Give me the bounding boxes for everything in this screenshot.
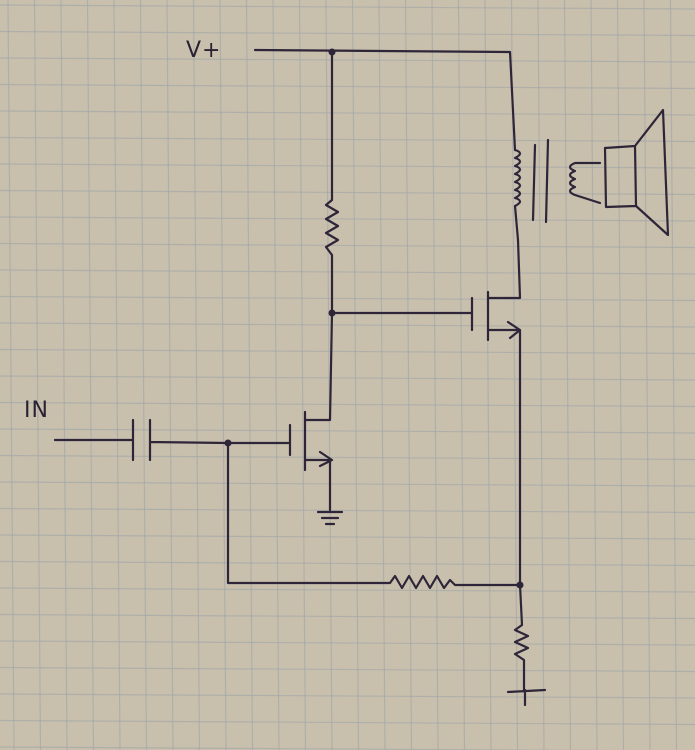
grid-line <box>86 0 95 750</box>
grid-line <box>590 0 598 750</box>
grid-line <box>0 57 695 63</box>
grid-line <box>0 189 695 196</box>
grid-line <box>33 0 42 750</box>
grid-line <box>563 0 572 750</box>
grid-line <box>0 269 695 275</box>
grid-line <box>0 375 695 381</box>
grid-line <box>139 0 148 750</box>
grid-line <box>0 136 695 143</box>
speaker-icon <box>603 108 670 237</box>
grid-line <box>0 481 695 487</box>
grid-line <box>0 534 695 540</box>
grid-line <box>0 693 695 699</box>
output-transformer <box>513 138 602 242</box>
grid-line <box>0 110 695 116</box>
grid-line <box>0 507 695 514</box>
feedback-resistor <box>226 441 524 590</box>
grid-line <box>0 4 695 10</box>
grid-line <box>60 0 68 750</box>
grid-line <box>0 640 695 646</box>
grid-line <box>0 163 695 169</box>
grid-line <box>616 0 625 750</box>
grid-line <box>0 454 695 461</box>
grid-line <box>0 719 695 726</box>
grid-line <box>219 0 227 750</box>
input-capacitor <box>53 418 232 462</box>
grid-line <box>272 0 280 750</box>
grid-line <box>245 0 254 750</box>
supply-rail <box>253 48 517 152</box>
grid-line <box>0 666 695 673</box>
supply-label: V+ <box>186 38 222 63</box>
grid-line <box>537 0 545 750</box>
grid-line <box>0 322 695 328</box>
grid-line <box>0 83 695 90</box>
grid-line <box>378 0 386 750</box>
grid-line <box>0 30 695 37</box>
grid-line <box>0 295 695 302</box>
grid-line <box>0 746 626 750</box>
grid-line <box>298 0 307 750</box>
grid-line <box>484 0 492 750</box>
grid-line <box>7 0 15 750</box>
grid-line <box>643 0 651 750</box>
drain-resistor <box>324 50 340 315</box>
input-mosfet <box>226 311 344 526</box>
grid-line <box>0 560 695 567</box>
grid-line <box>0 587 695 593</box>
grid-line <box>325 0 333 750</box>
grid-line <box>404 0 413 750</box>
grid-line <box>0 428 695 434</box>
grid-line <box>431 0 439 750</box>
grid-line <box>0 216 695 222</box>
grid-line <box>0 348 695 355</box>
grid-line <box>0 242 695 249</box>
source-resistor <box>506 583 547 707</box>
grid-line <box>510 0 519 750</box>
grid-line <box>669 0 678 750</box>
grid-line <box>0 613 695 620</box>
grid-line <box>0 401 695 408</box>
grid-line <box>192 0 201 750</box>
grid-line <box>166 0 174 750</box>
grid-line <box>351 0 360 750</box>
grid-line <box>113 0 121 750</box>
grid-line <box>457 0 466 750</box>
input-label: IN <box>24 398 49 423</box>
